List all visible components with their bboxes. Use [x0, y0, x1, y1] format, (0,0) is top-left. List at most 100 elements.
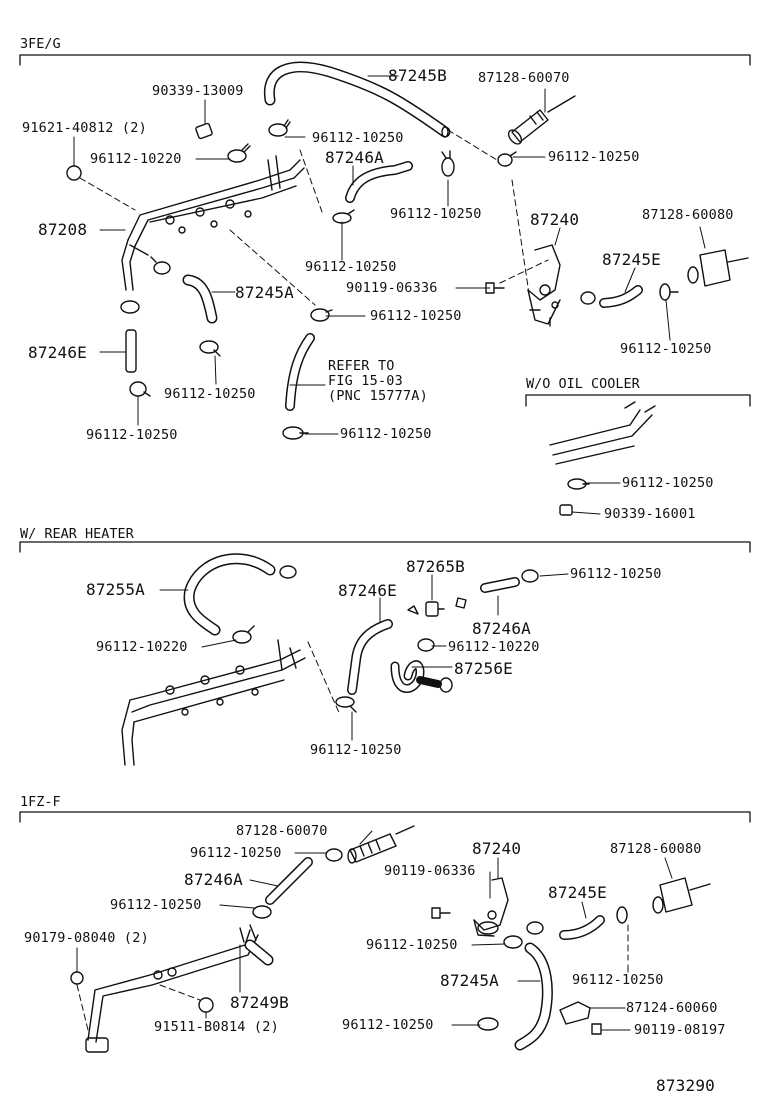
part-label: 96112-10250: [164, 386, 256, 402]
clip-87124-60060: [559, 1001, 591, 1025]
hose-87255a: [183, 553, 276, 636]
part-label: 96112-10250: [620, 341, 712, 357]
plug-90339-13009: [195, 122, 213, 140]
part-label: 87128-60080: [610, 841, 702, 857]
section-title-3feg: 3FE/G: [20, 36, 61, 52]
part-label: 96112-10250: [190, 845, 282, 861]
part-label: 96112-10220: [96, 639, 188, 655]
part-label: 90339-16001: [604, 506, 696, 522]
valve-87128-60070: [507, 95, 576, 145]
reference-note-line1: REFER TO: [328, 358, 395, 374]
part-label: 90179-08040 (2): [24, 930, 149, 946]
leader-lines: [73, 75, 706, 1031]
part-label: 87245A: [235, 283, 294, 302]
part-label: 87246A: [184, 870, 243, 889]
section-title-1fzf: 1FZ-F: [20, 794, 61, 810]
hose-87246a: [345, 161, 413, 203]
bolt-90119-06336: [485, 282, 505, 294]
figure-number: 873290: [656, 1076, 715, 1095]
part-label: 90339-13009: [152, 83, 244, 99]
part-label: 90119-06336: [346, 280, 438, 296]
part-label: 96112-10250: [340, 426, 432, 442]
part-label: 96112-10220: [448, 639, 540, 655]
reference-note-line3: (PNC 15777A): [328, 388, 428, 404]
part-label: 87240: [530, 210, 580, 229]
bolt-90179-08040: [70, 971, 84, 985]
hose-87245a-s3: [514, 942, 553, 1051]
hose-87245a: [182, 274, 218, 324]
nut-91511-b0814: [198, 997, 214, 1013]
part-label: 96112-10220: [90, 151, 182, 167]
part-label: 87249B: [230, 993, 289, 1012]
part-label: 96112-10250: [110, 897, 202, 913]
part-label: 87208: [38, 220, 88, 239]
part-label: 96112-10250: [570, 566, 662, 582]
part-label: 87265B: [406, 557, 465, 576]
part-label: 87128-60070: [236, 823, 328, 839]
part-label: 96112-10250: [305, 259, 397, 275]
part-label: 96112-10250: [310, 742, 402, 758]
hose-clamps-section3: [252, 848, 628, 1031]
part-label: 96112-10250: [390, 206, 482, 222]
pipe-wo-oil-cooler: [549, 401, 656, 516]
part-label: 96112-10250: [548, 149, 640, 165]
bolt-91621-40812: [66, 165, 82, 181]
part-label: 90119-06336: [384, 863, 476, 879]
part-label: 87240: [472, 839, 522, 858]
part-label: 91511-B0814 (2): [154, 1019, 279, 1035]
part-label: 91621-40812 (2): [22, 120, 147, 136]
valve-87128-60080-s3: [652, 877, 711, 914]
part-label: 96112-10250: [572, 972, 664, 988]
part-label: 96112-10250: [366, 937, 458, 953]
part-label: 87246A: [325, 148, 384, 167]
part-label: 87245E: [602, 250, 661, 269]
hose-87249b: [244, 939, 274, 966]
section-frames: [19, 54, 751, 823]
dashed-leaders-s3: [76, 924, 629, 1031]
pipe-87208: [121, 155, 305, 291]
part-label: 96112-10250: [342, 1017, 434, 1033]
part-label: 90119-08197: [634, 1022, 726, 1038]
valve-87128-60070-s3: [347, 825, 415, 864]
part-label: 87246E: [28, 343, 87, 362]
dashed-leaders-s2: [307, 641, 341, 716]
hose-87246e: [125, 329, 137, 373]
part-label: 96112-10250: [622, 475, 714, 491]
part-label: 87256E: [454, 659, 513, 678]
fitting-87265b: [407, 597, 467, 617]
part-label: 87124-60060: [626, 1000, 718, 1016]
subsection-title-wo-oil-cooler: W/O OIL COOLER: [526, 376, 640, 392]
bolt-90119-08197: [591, 1023, 602, 1035]
hose-87245e-s3: [559, 915, 605, 940]
hose-clamps-section2: [232, 565, 539, 713]
section-title-rear-heater: W/ REAR HEATER: [20, 526, 134, 542]
hose-87246e-s2: [347, 619, 393, 695]
part-label: 96112-10250: [312, 130, 404, 146]
part-label: 87245E: [548, 883, 607, 902]
part-label: 87246A: [472, 619, 531, 638]
hose-refer: [285, 333, 315, 411]
hose-87256e: [390, 660, 442, 693]
part-label: 87245A: [440, 971, 499, 990]
part-label: 96112-10250: [86, 427, 178, 443]
dashed-leaders-s1: [79, 129, 549, 306]
valve-87128-60080: [687, 249, 749, 287]
pipe-rear-heater: [121, 639, 306, 766]
hose-87246a-s2: [480, 577, 520, 593]
hose-87245b: [263, 61, 451, 138]
reference-note-line2: FIG 15-03: [328, 373, 403, 389]
part-label: 87128-60070: [478, 70, 570, 86]
bolt-90119-06336-s3: [431, 907, 451, 919]
hose-clamps-section1: [120, 119, 679, 490]
part-label: 96112-10250: [370, 308, 462, 324]
part-label: 87255A: [86, 580, 145, 599]
part-label: 87246E: [338, 581, 397, 600]
hose-87246a-s3: [265, 857, 313, 905]
part-label: 87245B: [388, 66, 447, 85]
hose-87245e: [599, 285, 643, 308]
bracket-87240: [527, 244, 561, 327]
part-label: 87128-60080: [642, 207, 734, 223]
bracket-87240-s3: [473, 877, 509, 937]
